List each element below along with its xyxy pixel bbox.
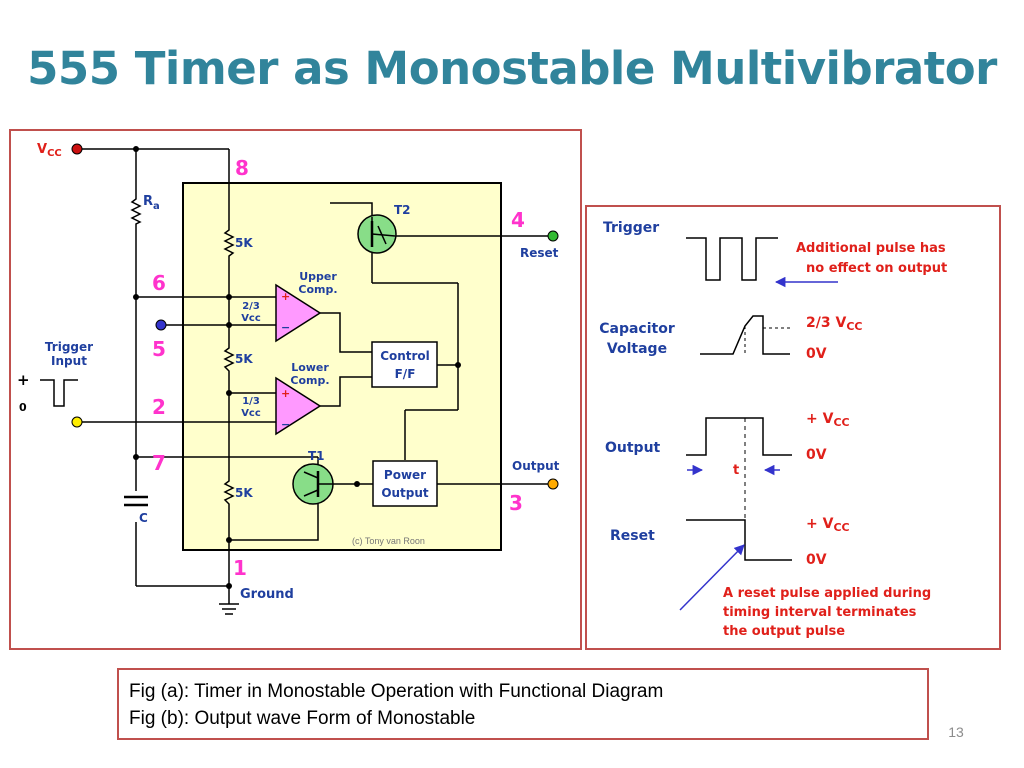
- power-output-label-line2: Output: [381, 486, 429, 500]
- reset-zero-v-label: 0V: [806, 552, 827, 568]
- timer-chip-body: [182, 182, 502, 551]
- reset-note-arrow: [679, 544, 745, 611]
- resistor-label-bottom: 5K: [235, 486, 253, 500]
- slide-title: 555 Timer as Monostable Multivibrator: [27, 42, 997, 95]
- svg-text:−: −: [281, 418, 290, 431]
- t1-label: T1: [308, 449, 325, 463]
- resistor-ra: [130, 195, 142, 226]
- figure-caption: Fig (a): Timer in Monostable Operation w…: [117, 668, 929, 740]
- svg-text:−: −: [281, 321, 290, 334]
- reset-note-line2: timing interval terminates: [723, 605, 917, 620]
- lower-comp-label-line1: Lower: [291, 361, 329, 374]
- pin-6: 6: [152, 271, 166, 295]
- waveform-frame: [585, 205, 1001, 650]
- slide-number: 13: [948, 724, 964, 740]
- pin-8: 8: [235, 156, 249, 180]
- trigger-waveform: [686, 237, 778, 281]
- control-ff-label-line1: Control: [380, 349, 430, 363]
- output-pin-label: Output: [512, 459, 560, 473]
- pin5-terminal: [155, 319, 167, 331]
- resistor-5k-top: [223, 226, 235, 260]
- trigger-wave-label: Trigger: [603, 220, 659, 236]
- resistor-5k-bottom: [223, 478, 235, 508]
- reset-note-line3: the output pulse: [723, 624, 845, 639]
- lower-comparator: + −: [275, 376, 322, 436]
- pin-4: 4: [511, 208, 525, 232]
- resistor-label-middle: 5K: [235, 352, 253, 366]
- trigger-input-label-line2: Input: [51, 354, 87, 368]
- reset-plus-vcc-label: + VCC: [806, 516, 850, 534]
- t2-label: T2: [394, 203, 411, 217]
- pin-5: 5: [152, 337, 166, 361]
- pin-7: 7: [152, 451, 166, 475]
- timing-t-label: t: [733, 463, 739, 478]
- control-ff-label-line2: F/F: [395, 367, 416, 381]
- cap-zero-v-label: 0V: [806, 346, 827, 362]
- reset-wave-label: Reset: [610, 528, 655, 544]
- vcc-terminal: [71, 143, 83, 155]
- transistor-t2: [357, 214, 397, 254]
- upper-comp-label-line2: Comp.: [298, 283, 337, 296]
- output-waveform: [686, 417, 792, 456]
- resistor-label-top: 5K: [235, 236, 253, 250]
- waveform-diagram: Trigger Capacitor Voltage Output Reset A…: [585, 205, 1001, 650]
- reset-terminal: [547, 230, 559, 242]
- capacitor-symbol: [124, 495, 148, 507]
- ground-label: Ground: [240, 587, 294, 602]
- reset-note-line1: A reset pulse applied during: [723, 586, 931, 601]
- pin-3: 3: [509, 491, 523, 515]
- lower-comp-label-line2: Comp.: [290, 374, 329, 387]
- caption-line-1: Fig (a): Timer in Monostable Operation w…: [129, 681, 664, 702]
- pulse-zero-label: 0: [19, 401, 27, 414]
- additional-pulse-note-line2: no effect on output: [806, 261, 947, 276]
- lower-ref-label-line2: Vcc: [241, 408, 261, 419]
- pin-2: 2: [152, 395, 166, 419]
- upper-ref-label-line1: 2/3: [242, 301, 260, 312]
- two-thirds-vcc-label: 2/3 VCC: [806, 315, 862, 333]
- pin-1: 1: [233, 556, 247, 580]
- svg-text:+: +: [281, 387, 290, 400]
- upper-comparator: + −: [275, 283, 322, 343]
- output-zero-v-label: 0V: [806, 447, 827, 463]
- output-wave-label: Output: [605, 440, 661, 456]
- reset-pin-label: Reset: [520, 246, 559, 260]
- upper-ref-label-line2: Vcc: [241, 313, 261, 324]
- resistor-5k-middle: [223, 345, 235, 374]
- reset-waveform: [686, 519, 792, 561]
- junction-dots: [133, 146, 461, 589]
- trigger-input-label-line1: Trigger: [45, 340, 93, 354]
- output-plus-vcc-label: + VCC: [806, 411, 850, 429]
- circuit-diagram: + − + − 8 6 5 2 7: [9, 129, 582, 650]
- copyright-label: (c) Tony van Roon: [352, 536, 425, 546]
- capacitor-voltage-label-line2: Voltage: [607, 341, 667, 357]
- ra-label: Ra: [143, 194, 160, 212]
- trigger-terminal: [71, 416, 83, 428]
- svg-text:+: +: [281, 290, 290, 303]
- power-output-block: [372, 460, 438, 507]
- circuit-wires: [40, 148, 551, 615]
- power-output-label-line1: Power: [384, 468, 426, 482]
- lower-ref-label-line1: 1/3: [242, 396, 260, 407]
- caption-line-2: Fig (b): Output wave Form of Monostable: [129, 708, 476, 729]
- transistor-t1: [292, 463, 334, 505]
- output-terminal: [547, 478, 559, 490]
- upper-comp-label-line1: Upper: [299, 270, 337, 283]
- pulse-plus-label: +: [17, 371, 30, 389]
- capacitor-label: C: [139, 511, 148, 525]
- additional-pulse-note-line1: Additional pulse has: [796, 241, 946, 256]
- capacitor-voltage-label-line1: Capacitor: [599, 321, 675, 337]
- vcc-label: VCC: [37, 142, 62, 159]
- control-ff-block: [371, 341, 438, 388]
